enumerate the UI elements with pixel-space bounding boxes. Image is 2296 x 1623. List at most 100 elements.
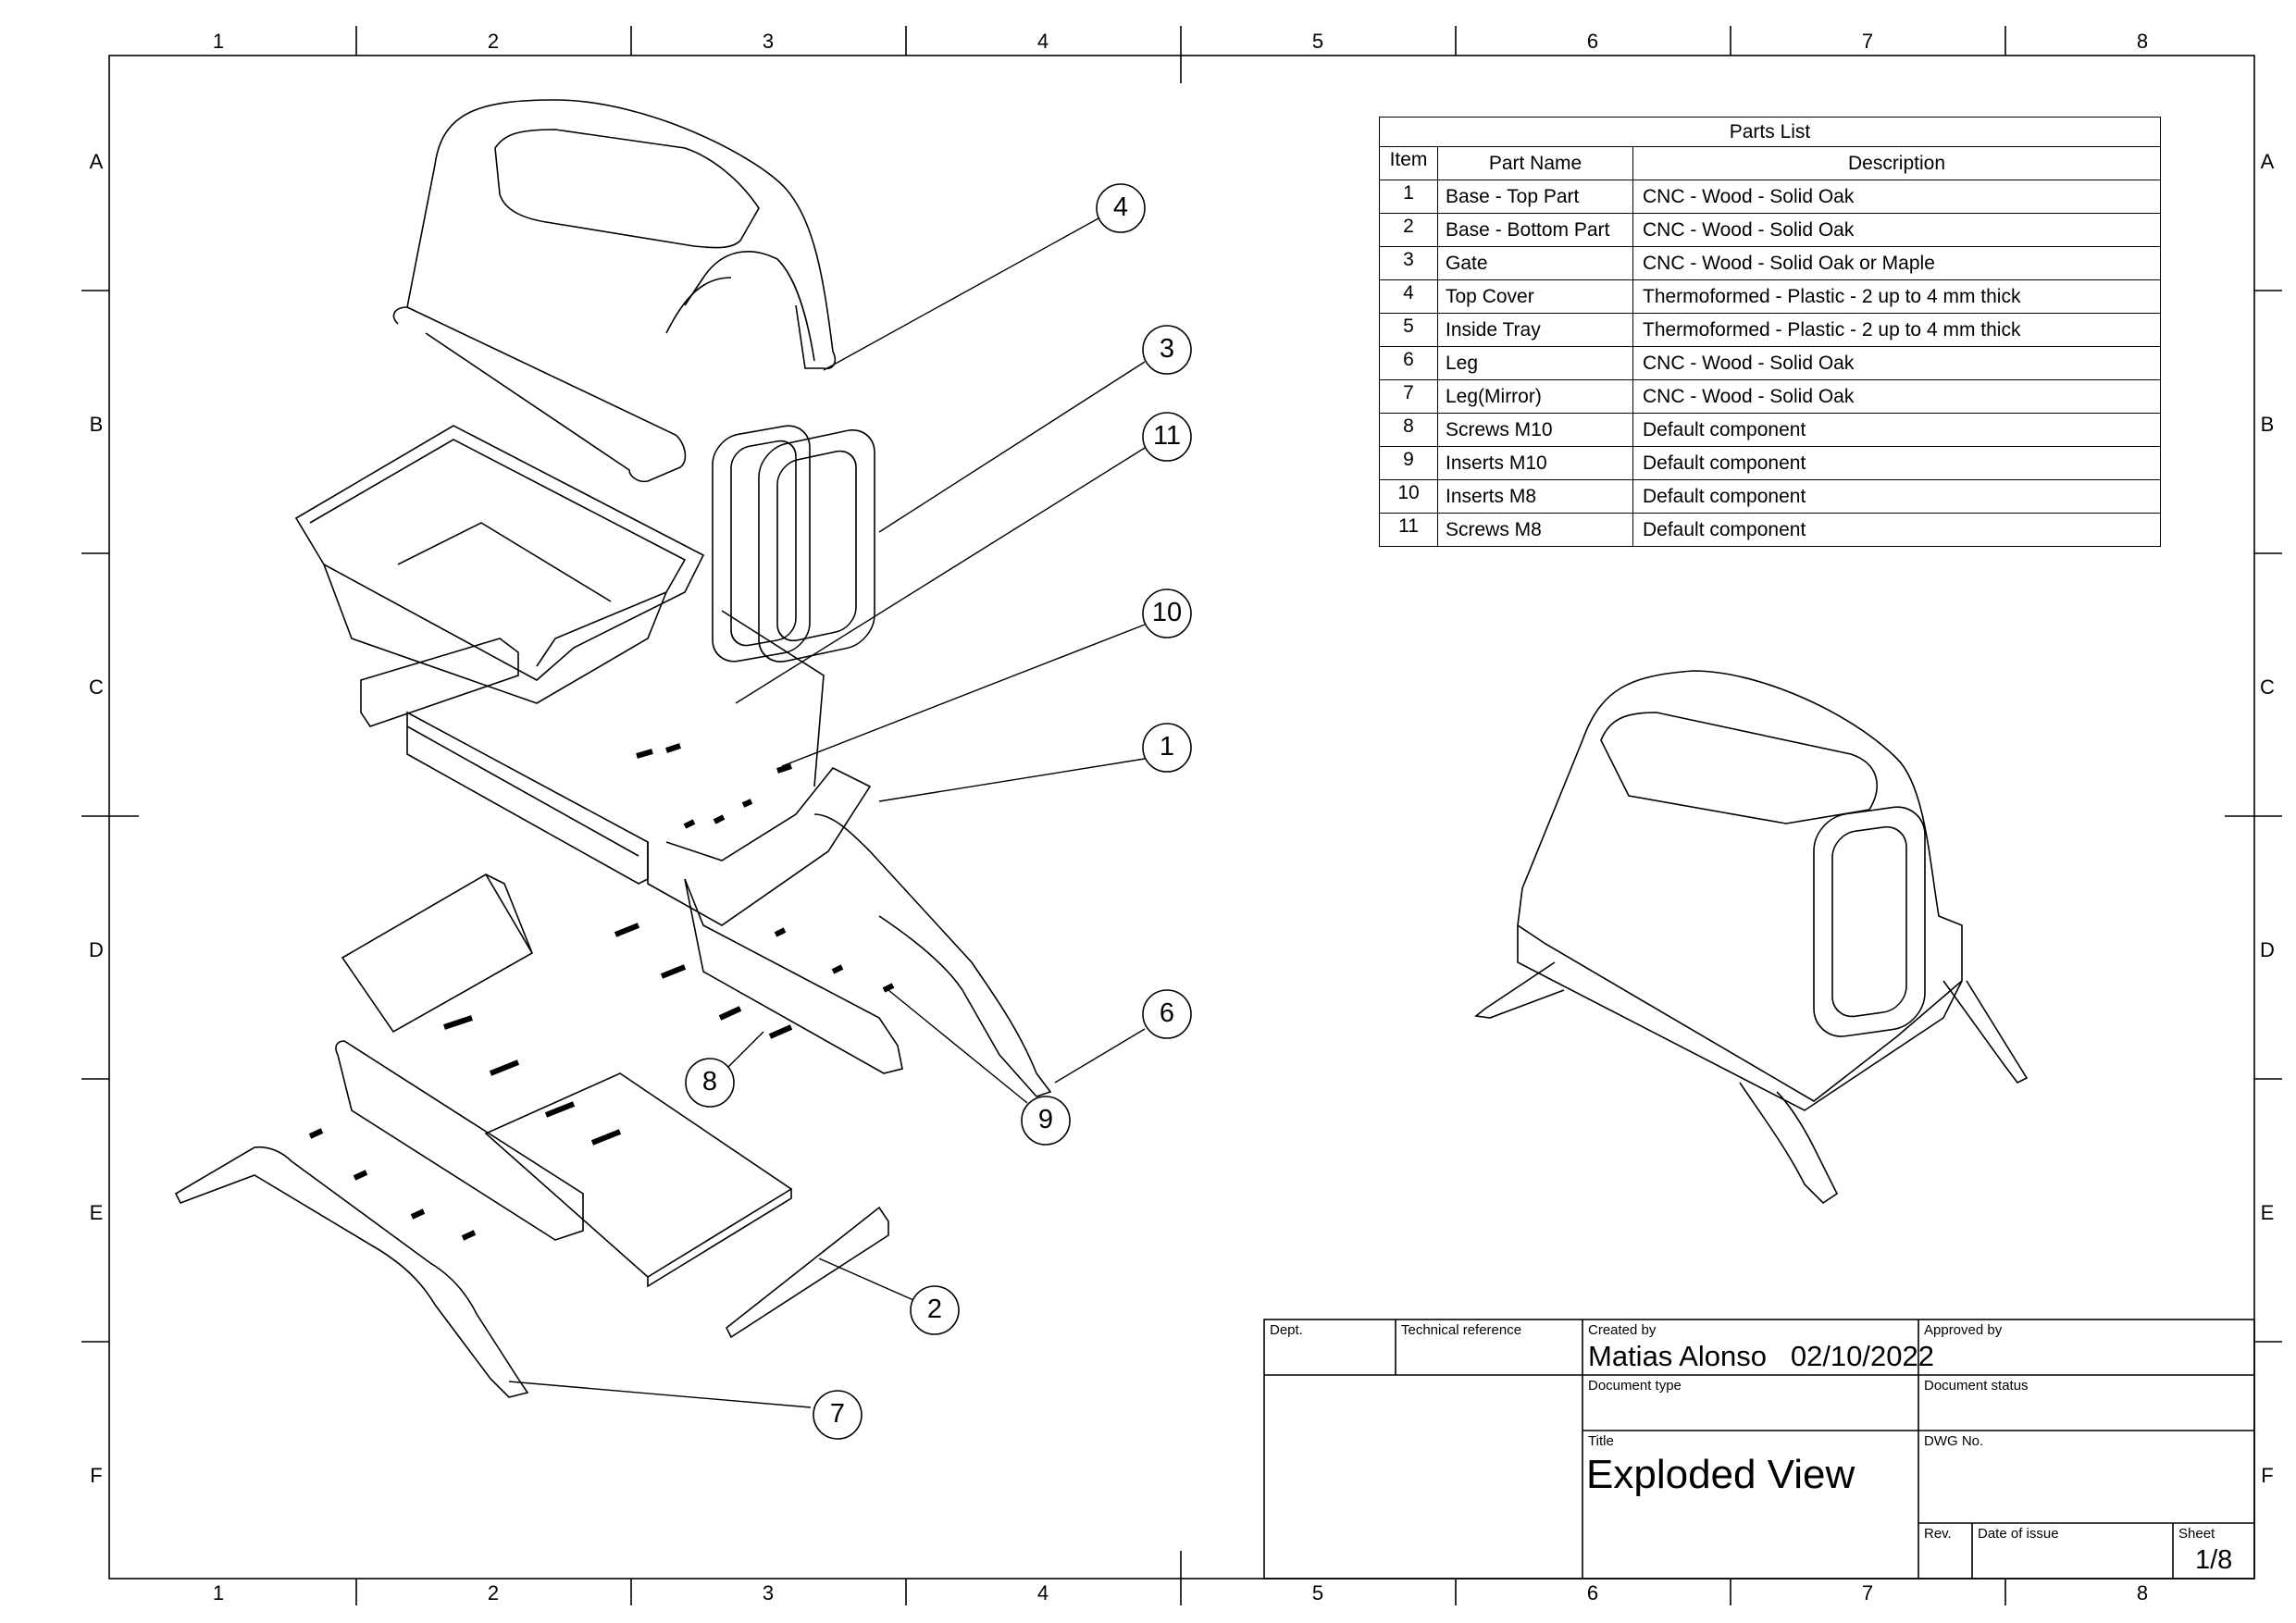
zone-col-label: 4	[1036, 30, 1049, 53]
item-number: 3	[1379, 246, 1438, 280]
part-description: Default component	[1632, 446, 2161, 480]
part-description: CNC - Wood - Solid Oak	[1632, 379, 2161, 414]
rev-label: Rev.	[1924, 1526, 1952, 1542]
balloon-10	[1142, 588, 1192, 638]
zone-row-label: F	[90, 1464, 103, 1487]
part-description: Default component	[1632, 413, 2161, 447]
zone-col-label: 1	[212, 1581, 225, 1604]
title-block-frame	[1263, 1319, 2255, 1580]
zone-col-label: 2	[487, 1581, 500, 1604]
part-description: Default component	[1632, 479, 2161, 514]
zone-row-label: E	[89, 1201, 104, 1224]
part-name: Inside Tray	[1437, 313, 1633, 347]
part-name: Screws M8	[1437, 513, 1633, 547]
part-top-cover	[392, 99, 837, 483]
sheet-value: 1/8	[2195, 1545, 2233, 1575]
balloon-label: 1	[1159, 732, 1175, 762]
technical-reference-label: Technical reference	[1401, 1322, 1522, 1338]
zone-col-label: 6	[1586, 30, 1599, 53]
part-name: Screws M10	[1437, 413, 1633, 447]
part-description: Thermoformed - Plastic - 2 up to 4 mm th…	[1632, 313, 2161, 347]
zone-col-label: 4	[1036, 1581, 1049, 1604]
document-type-label: Document type	[1588, 1378, 1682, 1394]
item-number: 9	[1379, 446, 1438, 480]
zone-row-label: D	[89, 938, 104, 961]
balloon-1	[1142, 723, 1192, 773]
balloon-label: 9	[1037, 1105, 1054, 1134]
item-number: 2	[1379, 213, 1438, 247]
balloon-3	[1142, 325, 1192, 375]
drawing-title: Exploded View	[1586, 1452, 1855, 1497]
date-of-issue-label: Date of issue	[1978, 1526, 2059, 1542]
dwg-no-label: DWG No.	[1924, 1433, 1984, 1449]
zone-col-label: 6	[1586, 1581, 1599, 1604]
balloon-label: 10	[1151, 598, 1183, 627]
item-number: 11	[1379, 513, 1438, 547]
part-leg-mirror	[174, 1146, 529, 1398]
screws	[308, 743, 895, 1241]
balloon-label: 2	[926, 1295, 943, 1324]
part-block	[341, 873, 534, 1034]
zone-row-label: A	[2260, 150, 2275, 173]
zone-row-label: E	[2260, 1201, 2275, 1224]
part-name: Inserts M8	[1437, 479, 1633, 514]
balloon-label: 8	[701, 1067, 718, 1096]
zone-col-label: 7	[1861, 30, 1874, 53]
balloon-2	[910, 1285, 960, 1335]
balloon-6	[1142, 989, 1192, 1039]
balloon-label: 6	[1159, 998, 1175, 1028]
zone-row-label: B	[89, 413, 104, 436]
part-description: Thermoformed - Plastic - 2 up to 4 mm th…	[1632, 279, 2161, 314]
balloon-label: 4	[1112, 192, 1129, 222]
zone-col-label: 8	[2136, 30, 2149, 53]
zone-ticks	[81, 26, 2282, 1605]
assembled-view	[1474, 670, 2029, 1205]
item-number: 8	[1379, 413, 1438, 447]
zone-row-label: F	[2261, 1464, 2274, 1487]
item-number: 1	[1379, 180, 1438, 214]
part-description: Default component	[1632, 513, 2161, 547]
zone-col-label: 3	[762, 1581, 775, 1604]
zone-row-label: A	[89, 150, 104, 173]
part-name: Leg(Mirror)	[1437, 379, 1633, 414]
dept-label: Dept.	[1270, 1322, 1303, 1338]
part-name: Inserts M10	[1437, 446, 1633, 480]
header-description: Description	[1632, 146, 2161, 180]
balloon-label: 3	[1159, 334, 1175, 364]
part-inside-tray	[294, 425, 705, 704]
part-base-top	[360, 610, 1052, 1097]
item-number: 5	[1379, 313, 1438, 347]
header-part-name: Part Name	[1437, 146, 1633, 180]
approved-by-label: Approved by	[1924, 1322, 2003, 1338]
document-status-label: Document status	[1924, 1378, 2029, 1394]
sheet-label: Sheet	[2178, 1526, 2215, 1542]
zone-row-label: B	[2260, 413, 2275, 436]
balloon-8	[685, 1058, 735, 1108]
zone-col-label: 2	[487, 30, 500, 53]
part-description: CNC - Wood - Solid Oak or Maple	[1632, 246, 2161, 280]
zone-col-label: 5	[1311, 30, 1324, 53]
zone-row-label: D	[2260, 938, 2275, 961]
parts-list-title: Parts List	[1379, 117, 2161, 147]
zone-row-label: C	[2260, 675, 2275, 699]
zone-row-label: C	[89, 675, 104, 699]
part-description: CNC - Wood - Solid Oak	[1632, 213, 2161, 247]
balloon-label: 11	[1152, 421, 1182, 451]
balloon-7	[813, 1390, 863, 1440]
balloon-label: 7	[829, 1399, 846, 1429]
item-number: 10	[1379, 479, 1438, 514]
balloon-4	[1096, 183, 1146, 233]
balloon-9	[1021, 1096, 1071, 1146]
part-name: Top Cover	[1437, 279, 1633, 314]
created-by-label: Created by	[1588, 1322, 1657, 1338]
balloon-11	[1142, 412, 1192, 462]
part-base-bottom	[335, 1040, 889, 1339]
item-number: 4	[1379, 279, 1438, 314]
